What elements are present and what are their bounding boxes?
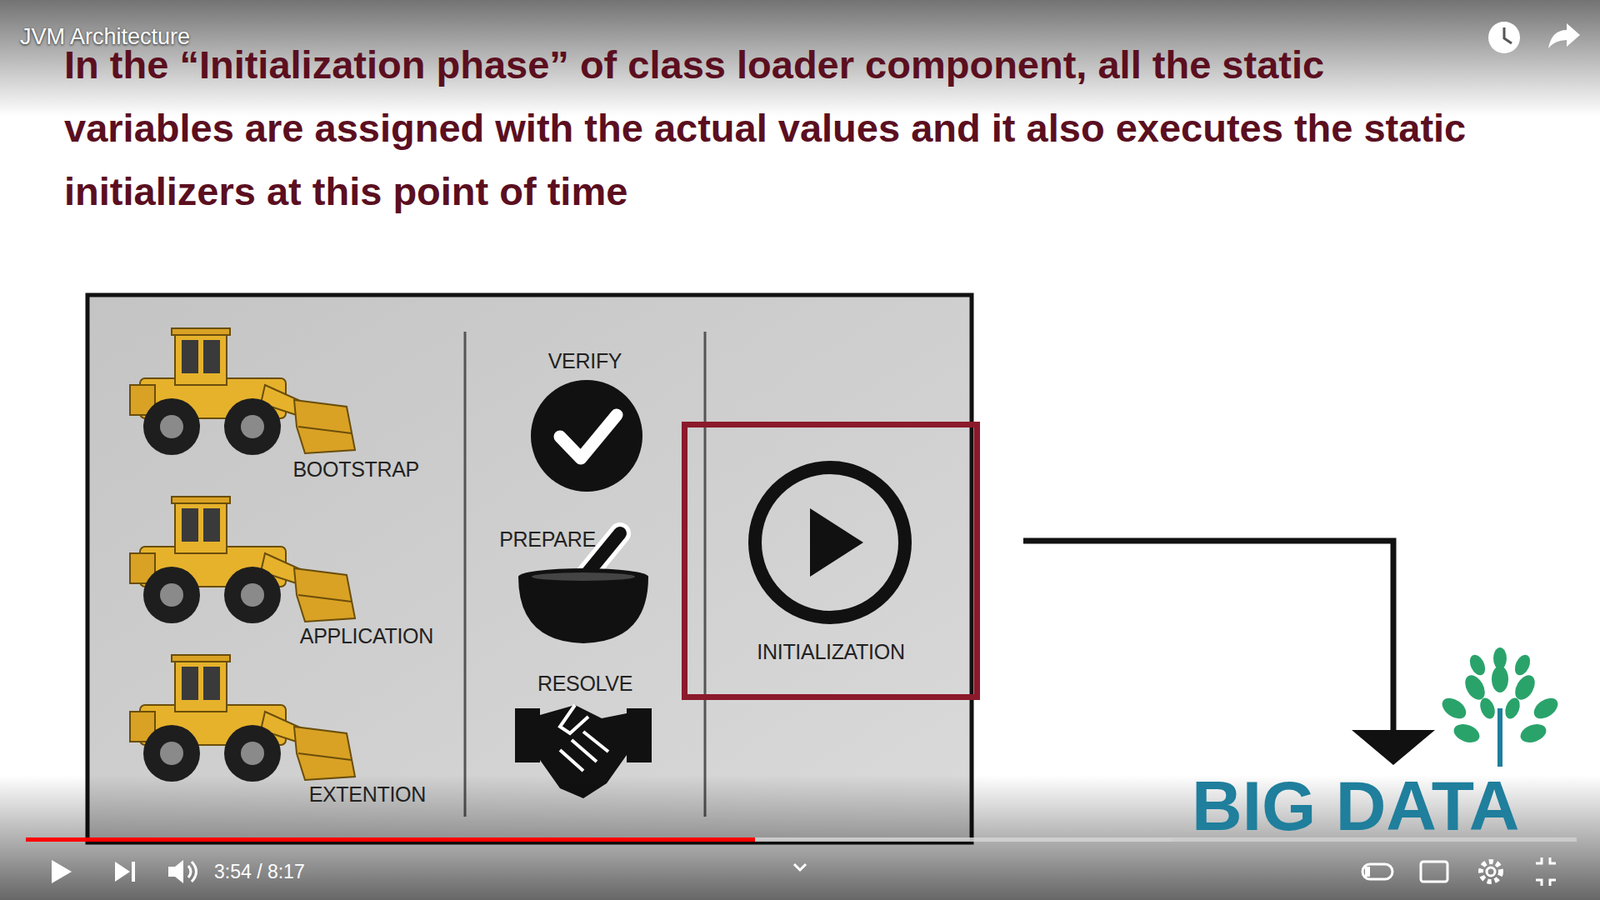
phase-label: VERIFY xyxy=(548,349,623,374)
application-loader-icon xyxy=(130,496,355,624)
logo-text: BIG DATA xyxy=(1191,770,1520,841)
initialization-play-icon xyxy=(755,467,905,618)
divider xyxy=(464,331,467,817)
phase-label-wrap: PREPARE xyxy=(499,527,596,552)
top-controls xyxy=(1488,21,1580,54)
time-display: 3:54 / 8:17 xyxy=(214,860,305,884)
player-controls xyxy=(51,857,1556,886)
phase-label-wrap: VERIFY xyxy=(548,349,623,374)
loader-label-wrap: EXTENTION xyxy=(309,782,426,807)
flow-line xyxy=(1023,540,1435,765)
heading-text: In the “Initialization phase” of class l… xyxy=(64,33,1481,224)
verify-icon xyxy=(530,380,643,492)
phase-label: PREPARE xyxy=(499,527,596,552)
class-loader-panel xyxy=(87,295,972,843)
divider xyxy=(704,331,707,817)
logo-text-wrap: BIG DATA xyxy=(1191,770,1520,841)
time-display-wrap: 3:54 / 8:17 xyxy=(214,860,305,884)
loader-label: BOOTSTRAP xyxy=(293,457,420,482)
bootstrap-loader-icon xyxy=(130,328,355,455)
extension-loader-icon xyxy=(130,655,355,782)
loader-label-wrap: APPLICATION xyxy=(300,624,434,649)
logo-tree xyxy=(1438,647,1562,767)
loader-label-wrap: BOOTSTRAP xyxy=(293,457,420,482)
node-text: INITIALIZATION xyxy=(756,640,905,665)
initialization-box: INITIALIZATION xyxy=(681,421,980,700)
phase-label: RESOLVE xyxy=(537,671,633,696)
phase-label-wrap: RESOLVE xyxy=(537,671,633,696)
loader-label: APPLICATION xyxy=(300,624,434,649)
loader-label: EXTENTION xyxy=(309,782,426,807)
